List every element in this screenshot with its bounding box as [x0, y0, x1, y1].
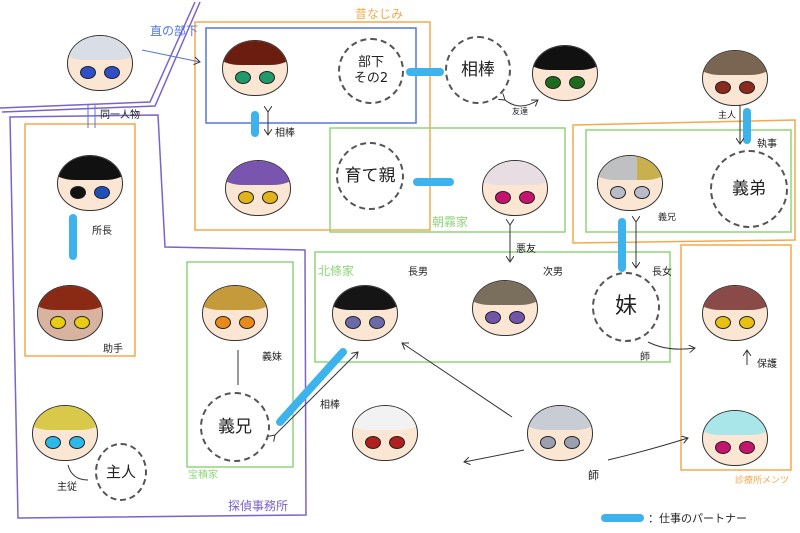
legend-label: ：仕事のパートナー [648, 512, 747, 525]
label-gimai: 義妹 [262, 352, 282, 363]
circle-imouto: 妹 [592, 272, 660, 342]
circle-aibou: 相棒 [445, 36, 511, 104]
label-gikei2: 義兄 [658, 213, 677, 223]
circle-shujin: 主人 [95, 443, 147, 501]
label-shi1: 師 [640, 352, 650, 363]
character-pink-hair[interactable] [482, 160, 548, 216]
character-brown-braids[interactable] [222, 40, 288, 96]
character-purple[interactable] [225, 160, 291, 216]
group-label-clinic: 診療所メンツ [735, 476, 790, 486]
label-hogo: 保護 [757, 359, 777, 370]
label-tomodachi: 友達 [512, 107, 528, 116]
character-black-hat[interactable] [532, 45, 598, 101]
group-box-clinic [680, 244, 792, 471]
character-silver-crown[interactable] [67, 35, 133, 91]
label-jikinobuka: 直の部下 [150, 24, 199, 38]
group-box-hojo [314, 251, 671, 363]
label-chounan: 長男 [408, 267, 428, 278]
label-shitsuji: 執事 [757, 139, 777, 150]
label-joshu: 助手 [103, 344, 123, 355]
circle-gikei: 義兄 [200, 392, 270, 462]
group-box-asagiri [329, 127, 566, 233]
label-shi2: 師 [588, 469, 599, 482]
group-label-osananajimi: 昔なじみ [355, 7, 404, 21]
circle-sodateoya: 育て親 [336, 142, 404, 210]
circle-buka2: 部下 その2 [338, 38, 404, 104]
character-eyepatch[interactable] [57, 155, 123, 211]
label-aibou2: 相棒 [320, 400, 340, 411]
character-grey-blond[interactable] [597, 155, 663, 211]
group-label-hojo: 北條家 [318, 264, 355, 278]
circle-gitei: 義弟 [710, 150, 788, 228]
label-shuju: 主従 [57, 482, 77, 493]
label-akuyuu: 悪友 [516, 244, 536, 255]
character-red-tan[interactable] [37, 285, 103, 341]
group-label-asagiri: 朝霧家 [432, 215, 469, 229]
label-shujin: 主人 [718, 111, 737, 121]
group-box-right [572, 119, 796, 244]
character-silver-center[interactable] [527, 405, 593, 461]
label-shochou: 所長 [92, 226, 112, 237]
character-maroon[interactable] [702, 285, 768, 341]
group-label-tantei: 探偵事務所 [228, 499, 289, 513]
character-white-long[interactable] [352, 405, 418, 461]
label-douitsu: 同一人物 [100, 110, 140, 121]
character-olive[interactable] [472, 280, 538, 336]
group-box-osananajimi [194, 21, 431, 231]
label-aibou1: 相棒 [275, 128, 295, 139]
group-box-joshu [24, 123, 136, 357]
character-blond-orange[interactable] [202, 285, 268, 341]
group-box-tantei [0, 1, 307, 519]
group-label-hozumi: 宝積家 [188, 470, 218, 481]
label-choujo: 長女 [652, 267, 672, 278]
character-red-bow[interactable] [702, 50, 768, 106]
label-jinan: 次男 [543, 267, 563, 278]
group-box-right-inner [585, 129, 792, 233]
character-black-scar[interactable] [332, 285, 398, 341]
character-blonde[interactable] [32, 405, 98, 461]
character-cyan[interactable] [702, 410, 768, 466]
